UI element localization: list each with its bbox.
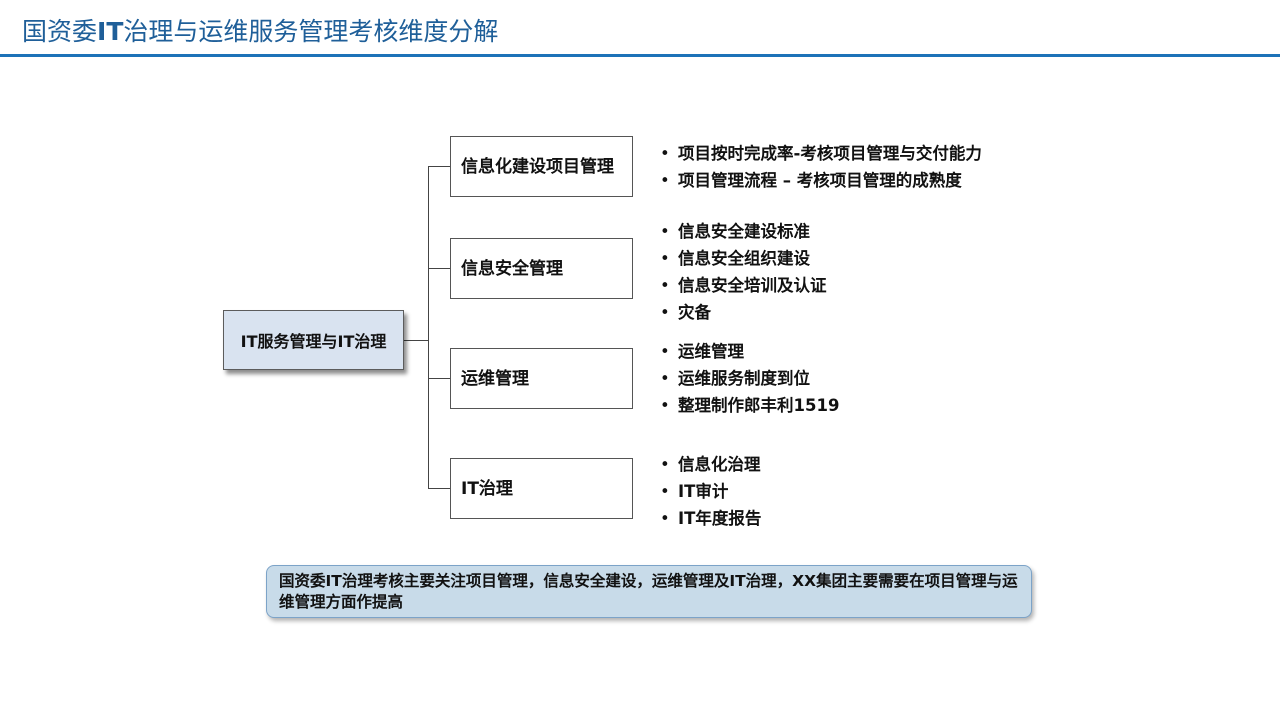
list-item: 运维管理: [660, 338, 839, 365]
bullet-list-security-management: 信息安全建设标准 信息安全组织建设 信息安全培训及认证 灾备: [660, 218, 827, 326]
branch-node-operations-management: 运维管理: [450, 348, 633, 409]
branch-node-project-management: 信息化建设项目管理: [450, 136, 633, 197]
root-node: IT服务管理与IT治理: [223, 310, 404, 370]
title-prefix: 国资委: [22, 17, 98, 46]
bullet-list-operations-management: 运维管理 运维服务制度到位 整理制作郎丰利1519: [660, 338, 839, 419]
bullet-list-it-governance: 信息化治理 IT审计 IT年度报告: [660, 451, 761, 532]
list-item: 灾备: [660, 299, 827, 326]
list-item: 运维服务制度到位: [660, 365, 839, 392]
summary-note: 国资委IT治理考核主要关注项目管理，信息安全建设，运维管理及IT治理，XX集团主…: [266, 565, 1032, 618]
connector-branch-1: [428, 166, 450, 167]
page-title: 国资委IT治理与运维服务管理考核维度分解: [22, 12, 498, 48]
list-item: 信息安全培训及认证: [660, 272, 827, 299]
branch-node-it-governance: IT治理: [450, 458, 633, 519]
connector-branch-4: [428, 488, 450, 489]
list-item: 整理制作郎丰利1519: [660, 392, 839, 419]
list-item: 项目管理流程 – 考核项目管理的成熟度: [660, 167, 982, 194]
list-item: IT审计: [660, 478, 761, 505]
bullet-list-project-management: 项目按时完成率-考核项目管理与交付能力 项目管理流程 – 考核项目管理的成熟度: [660, 140, 982, 194]
list-item: 项目按时完成率-考核项目管理与交付能力: [660, 140, 982, 167]
connector-branch-2: [428, 268, 450, 269]
list-item: IT年度报告: [660, 505, 761, 532]
connector-branch-3: [428, 378, 450, 379]
title-bold: IT: [97, 17, 124, 46]
connector-spine: [428, 166, 429, 489]
list-item: 信息安全组织建设: [660, 245, 827, 272]
title-suffix: 治理与运维服务管理考核维度分解: [123, 17, 499, 46]
title-divider: [0, 54, 1280, 57]
list-item: 信息化治理: [660, 451, 761, 478]
branch-node-security-management: 信息安全管理: [450, 238, 633, 299]
connector-root: [404, 340, 429, 341]
list-item: 信息安全建设标准: [660, 218, 827, 245]
